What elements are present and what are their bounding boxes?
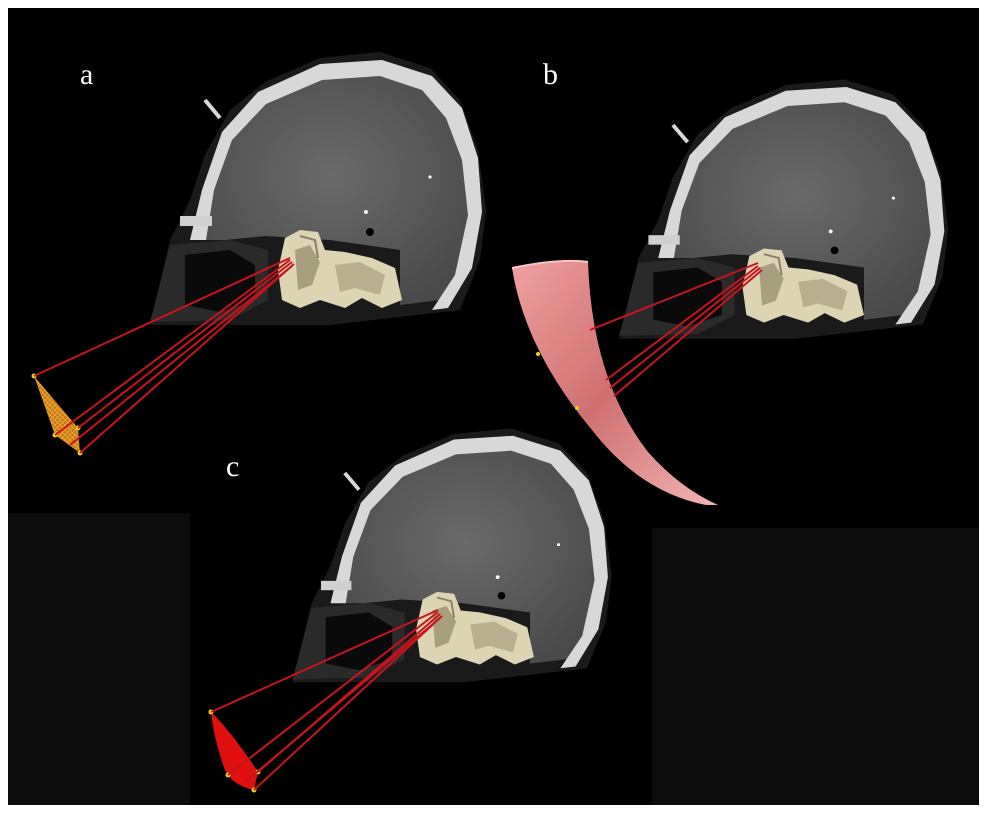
panel-label-a: a: [80, 58, 93, 91]
panel-backdrop-right: [652, 528, 979, 805]
panel-label-c: c: [226, 450, 239, 483]
panel-backdrop-left: [8, 513, 190, 805]
panel-label-b: b: [543, 58, 558, 91]
